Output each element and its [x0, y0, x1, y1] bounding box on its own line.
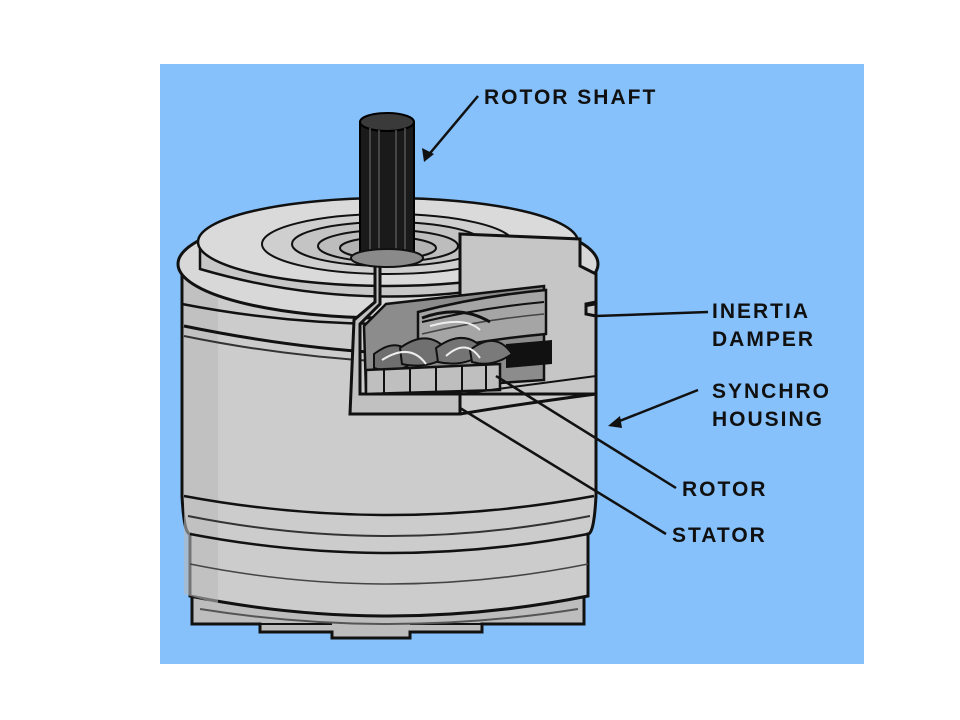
- leader-synchro-housing: [611, 388, 699, 426]
- synchro-diagram-panel: ROTOR SHAFT INERTIA DAMPER SYNCHRO HOUSI…: [160, 64, 864, 664]
- leader-stator: [459, 406, 667, 536]
- label-inertia-damper-line2: DAMPER: [712, 328, 815, 351]
- leader-arrowheads: [422, 148, 622, 428]
- arrowhead-rotor-shaft: [422, 148, 434, 162]
- leader-rotor-shaft: [425, 95, 479, 159]
- label-synchro-housing-line2: HOUSING: [712, 408, 824, 431]
- leader-inertia-damper: [595, 310, 709, 318]
- label-synchro-housing-line1: SYNCHRO: [712, 380, 831, 403]
- label-rotor: ROTOR: [682, 478, 767, 501]
- stator-ring: [364, 362, 502, 396]
- leader-rotor: [495, 374, 677, 490]
- arrowhead-synchro-housing: [608, 416, 622, 428]
- leader-lines: [425, 95, 709, 536]
- label-stator: STATOR: [672, 524, 767, 547]
- rotor-shaft: [350, 112, 424, 268]
- label-rotor-shaft: ROTOR SHAFT: [484, 86, 657, 109]
- label-inertia-damper-line1: INERTIA: [712, 300, 810, 323]
- synchro-cutaway-illustration: ROTOR SHAFT INERTIA DAMPER SYNCHRO HOUSI…: [176, 86, 831, 640]
- cutaway-section: [348, 232, 598, 416]
- rotor-windings: [373, 310, 514, 372]
